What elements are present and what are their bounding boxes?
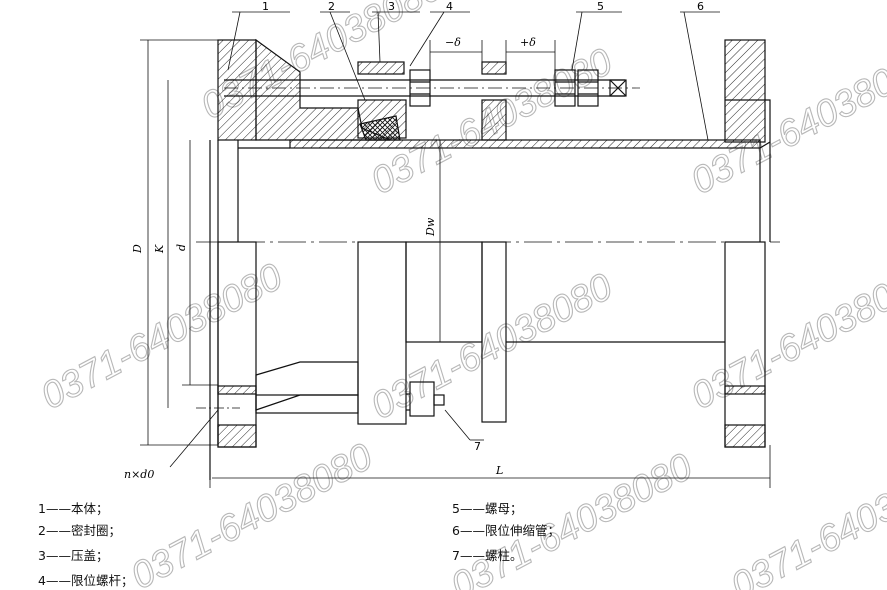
- watermark-text: 0371-64038080: [365, 266, 620, 428]
- dimension-lines: [140, 11, 771, 488]
- legend-item: 1——本体；: [38, 501, 109, 516]
- dim-D: D: [131, 244, 144, 254]
- dim-plus-delta: +δ: [520, 36, 536, 49]
- right-flange-upper: [724, 39, 766, 143]
- nut-right-1: [554, 69, 576, 107]
- callout-1: 1: [262, 0, 269, 13]
- limit-flange-top: [481, 61, 507, 75]
- sleeve-lower-view: [405, 241, 483, 343]
- callout-3: 3: [388, 0, 395, 13]
- watermark-text: 0371-64038080: [725, 446, 887, 590]
- legend-item: 6——限位伸缩管；: [452, 523, 560, 538]
- dim-L: L: [495, 464, 503, 477]
- gland-lower: [357, 99, 407, 139]
- dimension-labels: −δ +δ D K d Dw L n×d0: [124, 36, 536, 481]
- watermark-text: 0371-64038080: [445, 446, 700, 590]
- dim-minus-delta: −δ: [445, 36, 461, 49]
- dim-n-d0: n×d0: [124, 468, 154, 481]
- watermark-text: 0371-64038080: [685, 256, 887, 418]
- legend-item: 2——密封圈；: [38, 523, 121, 538]
- legend-item: 7——螺柱。: [452, 548, 523, 563]
- limit-flange-bottom: [481, 99, 507, 141]
- dim-K: K: [153, 244, 166, 254]
- callout-7: 7: [474, 440, 481, 453]
- callout-6: 6: [697, 0, 704, 13]
- nut-right-2: [577, 69, 599, 107]
- stud: [255, 394, 359, 414]
- legend-item: 4——限位螺杆；: [38, 573, 134, 588]
- watermark-text: 0371-64038080: [125, 436, 380, 590]
- upper-section-view: [196, 38, 780, 480]
- callout-4: 4: [446, 0, 453, 13]
- lower-outside-view: [196, 241, 766, 448]
- dim-d: d: [175, 244, 188, 251]
- body-flange-upper: [217, 39, 257, 141]
- callout-2: 2: [328, 0, 335, 13]
- gland-upper: [357, 61, 405, 75]
- legend-item: 5——螺母；: [452, 501, 523, 516]
- callout-5: 5: [597, 0, 604, 13]
- sleeve-pipe-wall: [289, 139, 761, 149]
- dim-Dw: Dw: [424, 217, 437, 237]
- watermark-text: 0371-64038080: [685, 41, 887, 203]
- nut-left: [409, 69, 431, 107]
- callout-numbers: 1 2 3 4 5 6 7: [262, 0, 704, 453]
- legend-item: 3——压盖；: [38, 548, 109, 563]
